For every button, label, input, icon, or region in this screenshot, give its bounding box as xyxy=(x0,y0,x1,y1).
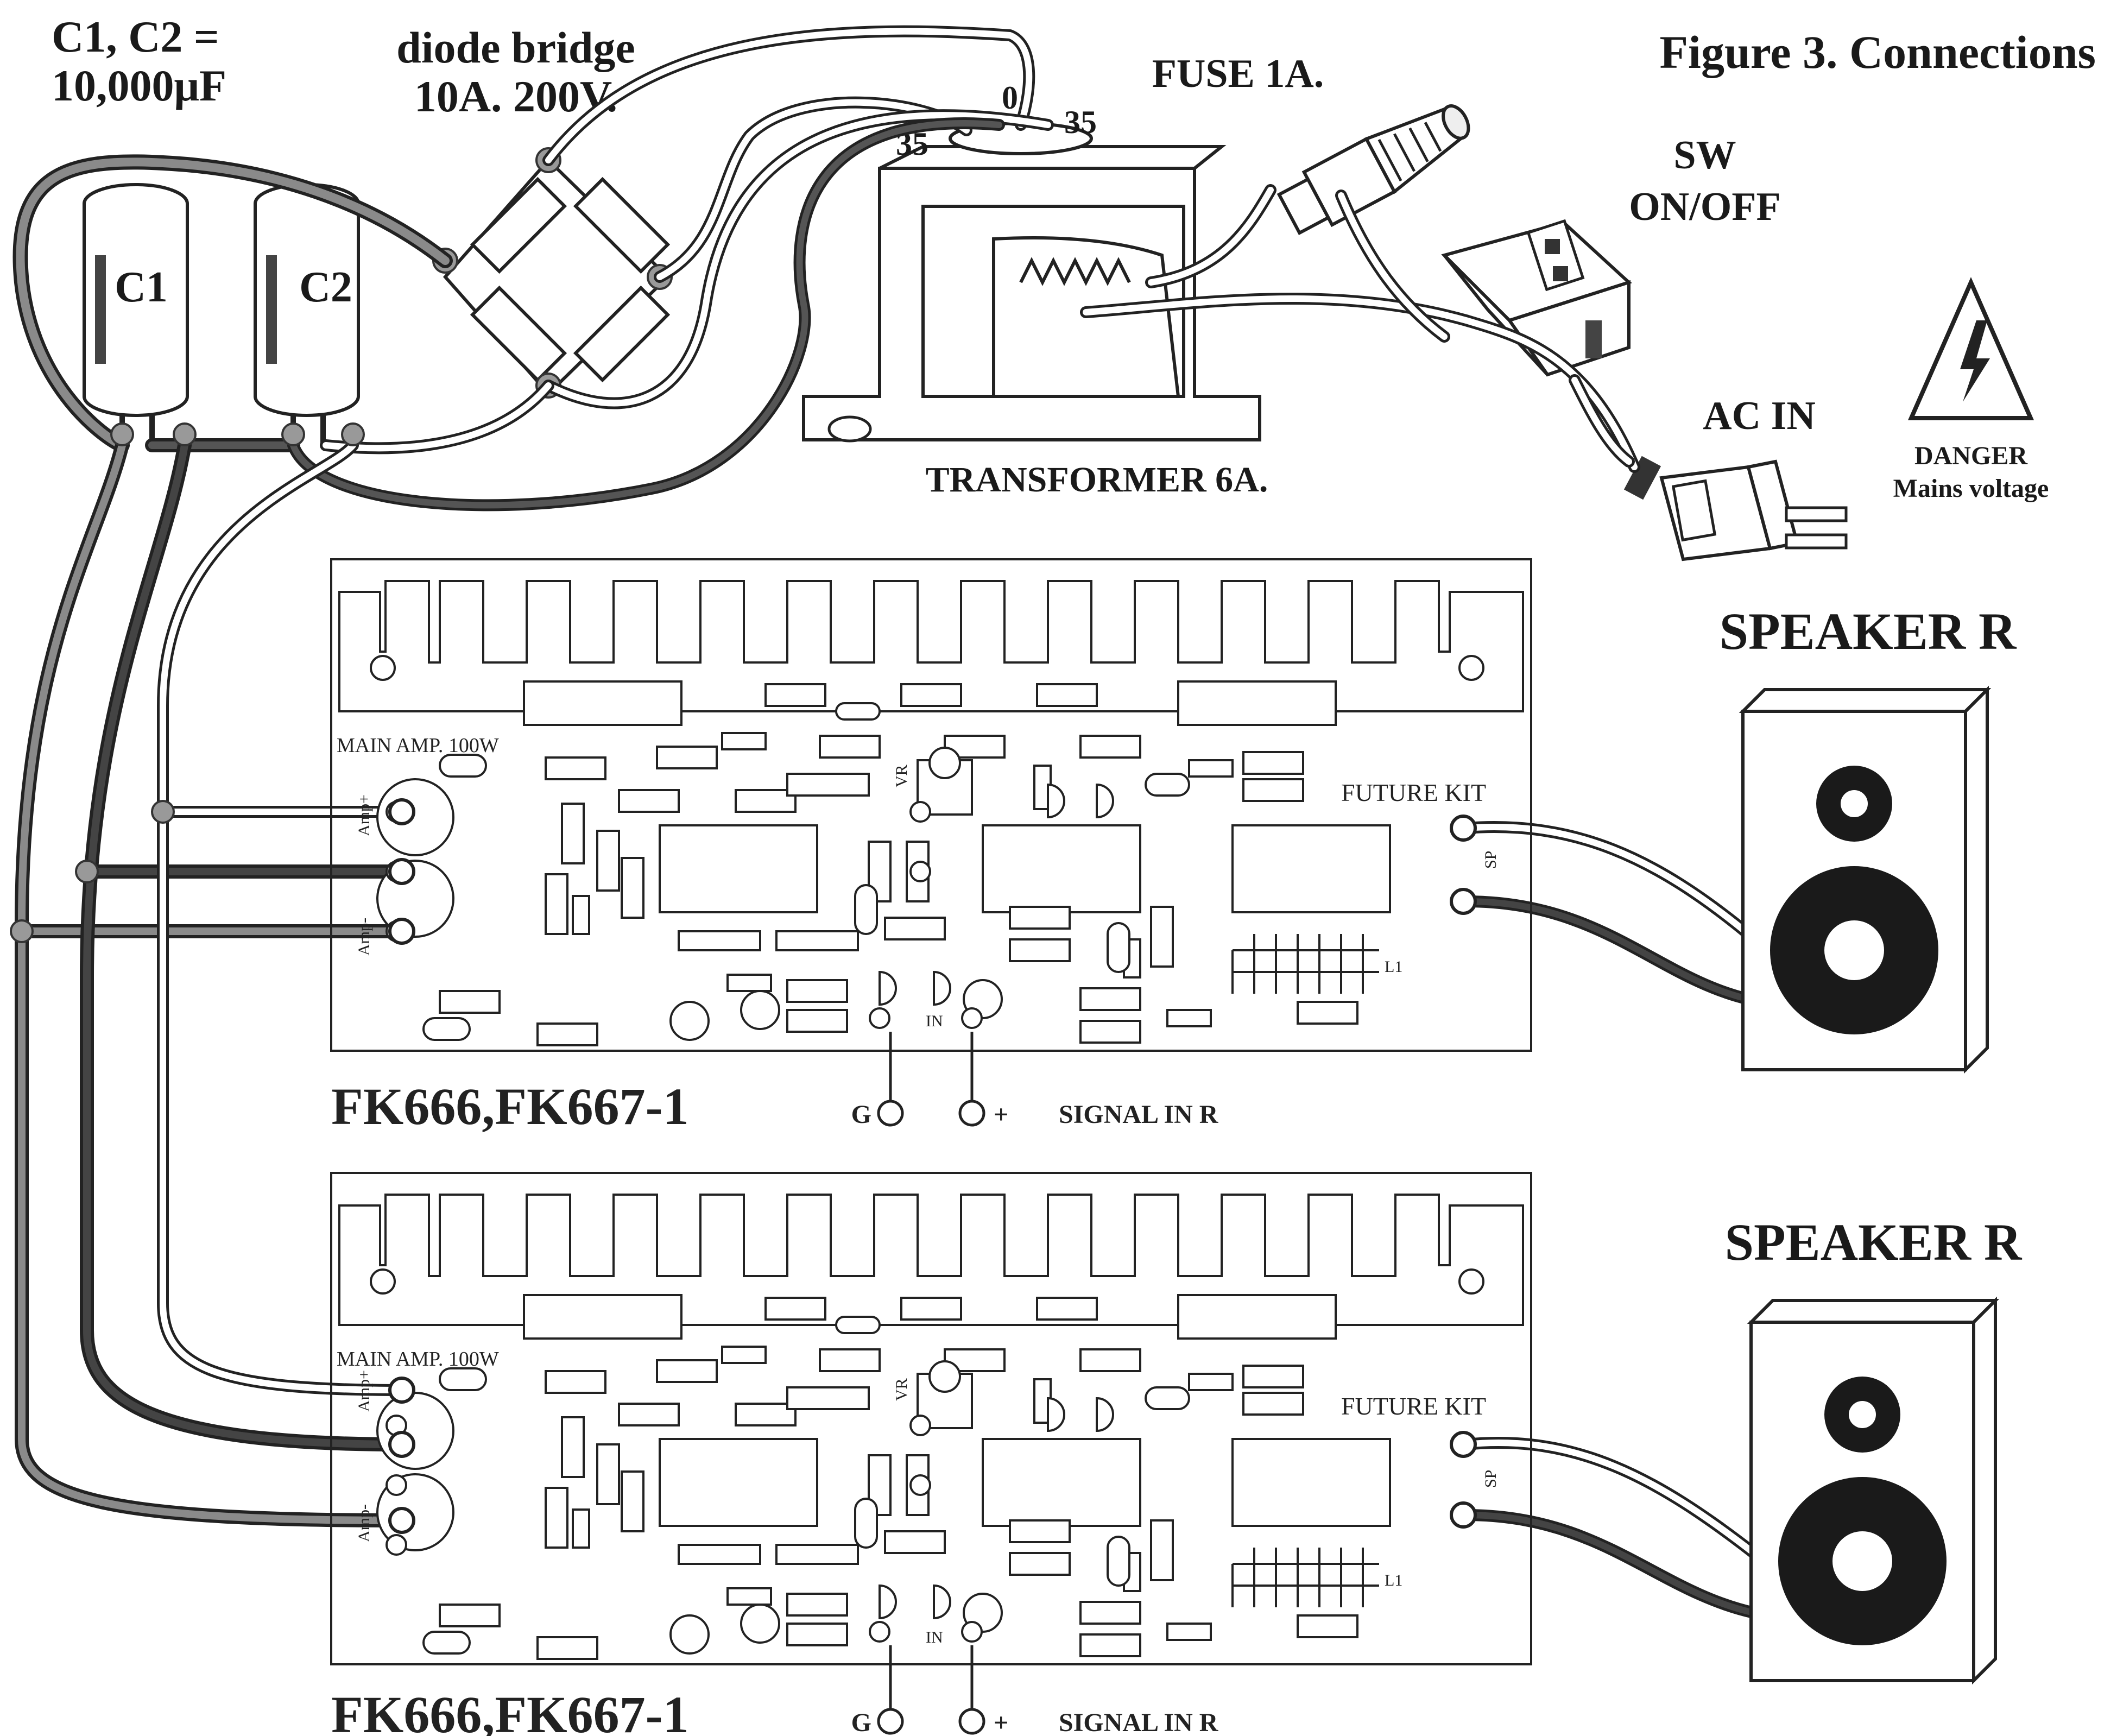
danger-warning-sign: DANGER Mains voltage xyxy=(1893,277,2049,503)
board1-amp-plus-label: Amp+ xyxy=(355,794,373,836)
board1-amp-minus-label: Amp- xyxy=(355,918,373,956)
diode-bridge-label-line2: 10A. 200V. xyxy=(414,72,617,121)
board2-sp-minus-pad xyxy=(1450,1501,1477,1529)
board1-model-label: FK666,FK667-1 xyxy=(331,1077,689,1135)
amplifier-board-1: MAIN AMP. 100W FUTURE KIT Amp+ Amp- SP I… xyxy=(330,558,1532,1135)
ac-plug xyxy=(1623,456,1848,561)
power-supply-section: C1, C2 = 10,000μF C1 C2 diode bridge 10A… xyxy=(52,12,2096,561)
board2-amp-plus-pad xyxy=(388,1377,415,1404)
board1-signal-g-label: G xyxy=(851,1100,871,1129)
board2-vr-label: VR xyxy=(893,1378,911,1401)
board2-signal-g-terminal xyxy=(877,1708,904,1735)
capacitor-value-line2: 10,000μF xyxy=(52,61,226,110)
board1-signal-in-label: SIGNAL IN R xyxy=(1059,1100,1219,1129)
board2-l1-label: L1 xyxy=(1385,1571,1402,1589)
board2-in-label: IN xyxy=(926,1628,943,1646)
board1-l1-label: L1 xyxy=(1385,958,1402,976)
board1-signal-plus-terminal xyxy=(958,1100,985,1127)
transformer-tap-center: 0 xyxy=(1002,80,1018,116)
diode-bridge-label-line1: diode bridge xyxy=(396,23,635,72)
capacitor-c2: C2 xyxy=(254,183,360,445)
fuse-holder xyxy=(1276,104,1470,235)
board1-amp-plus-pad xyxy=(388,798,415,825)
board1-sp-label: SP xyxy=(1482,851,1500,869)
board1-sp-plus-pad xyxy=(1450,815,1477,842)
board2-signal-plus-label: + xyxy=(994,1708,1008,1736)
ac-in-label: AC IN xyxy=(1703,394,1816,438)
speaker-2-label: SPEAKER R xyxy=(1725,1213,2023,1271)
transformer-tap-right: 35 xyxy=(1064,104,1097,140)
board2-amp-minus-pad xyxy=(388,1507,415,1534)
board1-signal-plus-label: + xyxy=(994,1100,1008,1129)
board2-signal-plus-terminal xyxy=(958,1708,985,1735)
wiring xyxy=(10,25,1760,1619)
board1-main-amp-label: MAIN AMP. 100W xyxy=(337,734,499,757)
board2-signal-g-label: G xyxy=(851,1708,871,1736)
board2-signal-in-label: SIGNAL IN R xyxy=(1059,1708,1219,1736)
board2-ground-pad xyxy=(388,1431,415,1458)
capacitor-c2-label: C2 xyxy=(299,263,352,311)
speaker-1-label: SPEAKER R xyxy=(1720,602,2017,660)
board2-future-kit-label: FUTURE KIT xyxy=(1341,1392,1486,1420)
board1-sp-minus-pad xyxy=(1450,888,1477,915)
board2-sp-plus-pad xyxy=(1450,1431,1477,1458)
switch-label-line2: ON/OFF xyxy=(1629,185,1781,229)
speaker-1: SPEAKER R xyxy=(1720,602,2017,1070)
diode-bridge xyxy=(432,147,673,399)
fuse-label: FUSE 1A. xyxy=(1152,52,1324,96)
lightning-bolt-icon xyxy=(1960,320,1990,402)
board1-in-label: IN xyxy=(926,1012,943,1030)
board1-vr-label: VR xyxy=(893,765,911,787)
board2-main-amp-label: MAIN AMP. 100W xyxy=(337,1348,499,1371)
capacitor-value-line1: C1, C2 = xyxy=(52,12,219,61)
capacitor-c1-label: C1 xyxy=(115,263,168,311)
transformer-label: TRANSFORMER 6A. xyxy=(926,460,1268,500)
amplifier-board-2: MAIN AMP. 100W FUTURE KIT Amp+ Amp- SP I… xyxy=(330,1172,1532,1736)
board1-signal-g-terminal xyxy=(877,1100,904,1127)
speaker-2: SPEAKER R xyxy=(1725,1213,2023,1681)
figure-title: Figure 3. Connections xyxy=(1660,26,2096,78)
board2-model-label: FK666,FK667-1 xyxy=(331,1686,689,1736)
board2-sp-label: SP xyxy=(1482,1470,1500,1488)
board1-amp-minus-pad xyxy=(388,918,415,945)
board2-amp-plus-label: Amp+ xyxy=(355,1370,373,1412)
capacitor-c1: C1 xyxy=(83,183,189,445)
board2-amp-minus-label: Amp- xyxy=(355,1504,373,1542)
board1-future-kit-label: FUTURE KIT xyxy=(1341,779,1486,806)
danger-label-line1: DANGER xyxy=(1914,441,2028,470)
switch-label-line1: SW xyxy=(1673,133,1736,178)
danger-label-line2: Mains voltage xyxy=(1893,474,2049,503)
board1-ground-pad xyxy=(388,858,415,885)
